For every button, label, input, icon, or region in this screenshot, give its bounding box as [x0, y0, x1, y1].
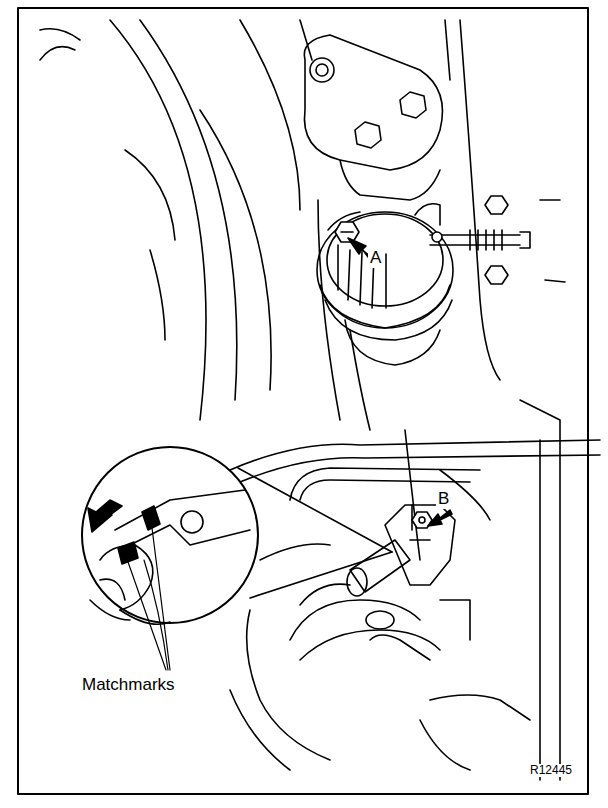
figure-number: R12445: [528, 764, 574, 777]
shock-absorber-view: [82, 400, 600, 780]
frame: [18, 8, 588, 794]
part-label: Matchmarks: [80, 676, 177, 695]
arrow-b: [428, 510, 452, 526]
callout-letter: B: [436, 490, 451, 509]
direction-arrow: [88, 500, 122, 532]
callout-letter: A: [368, 249, 383, 268]
